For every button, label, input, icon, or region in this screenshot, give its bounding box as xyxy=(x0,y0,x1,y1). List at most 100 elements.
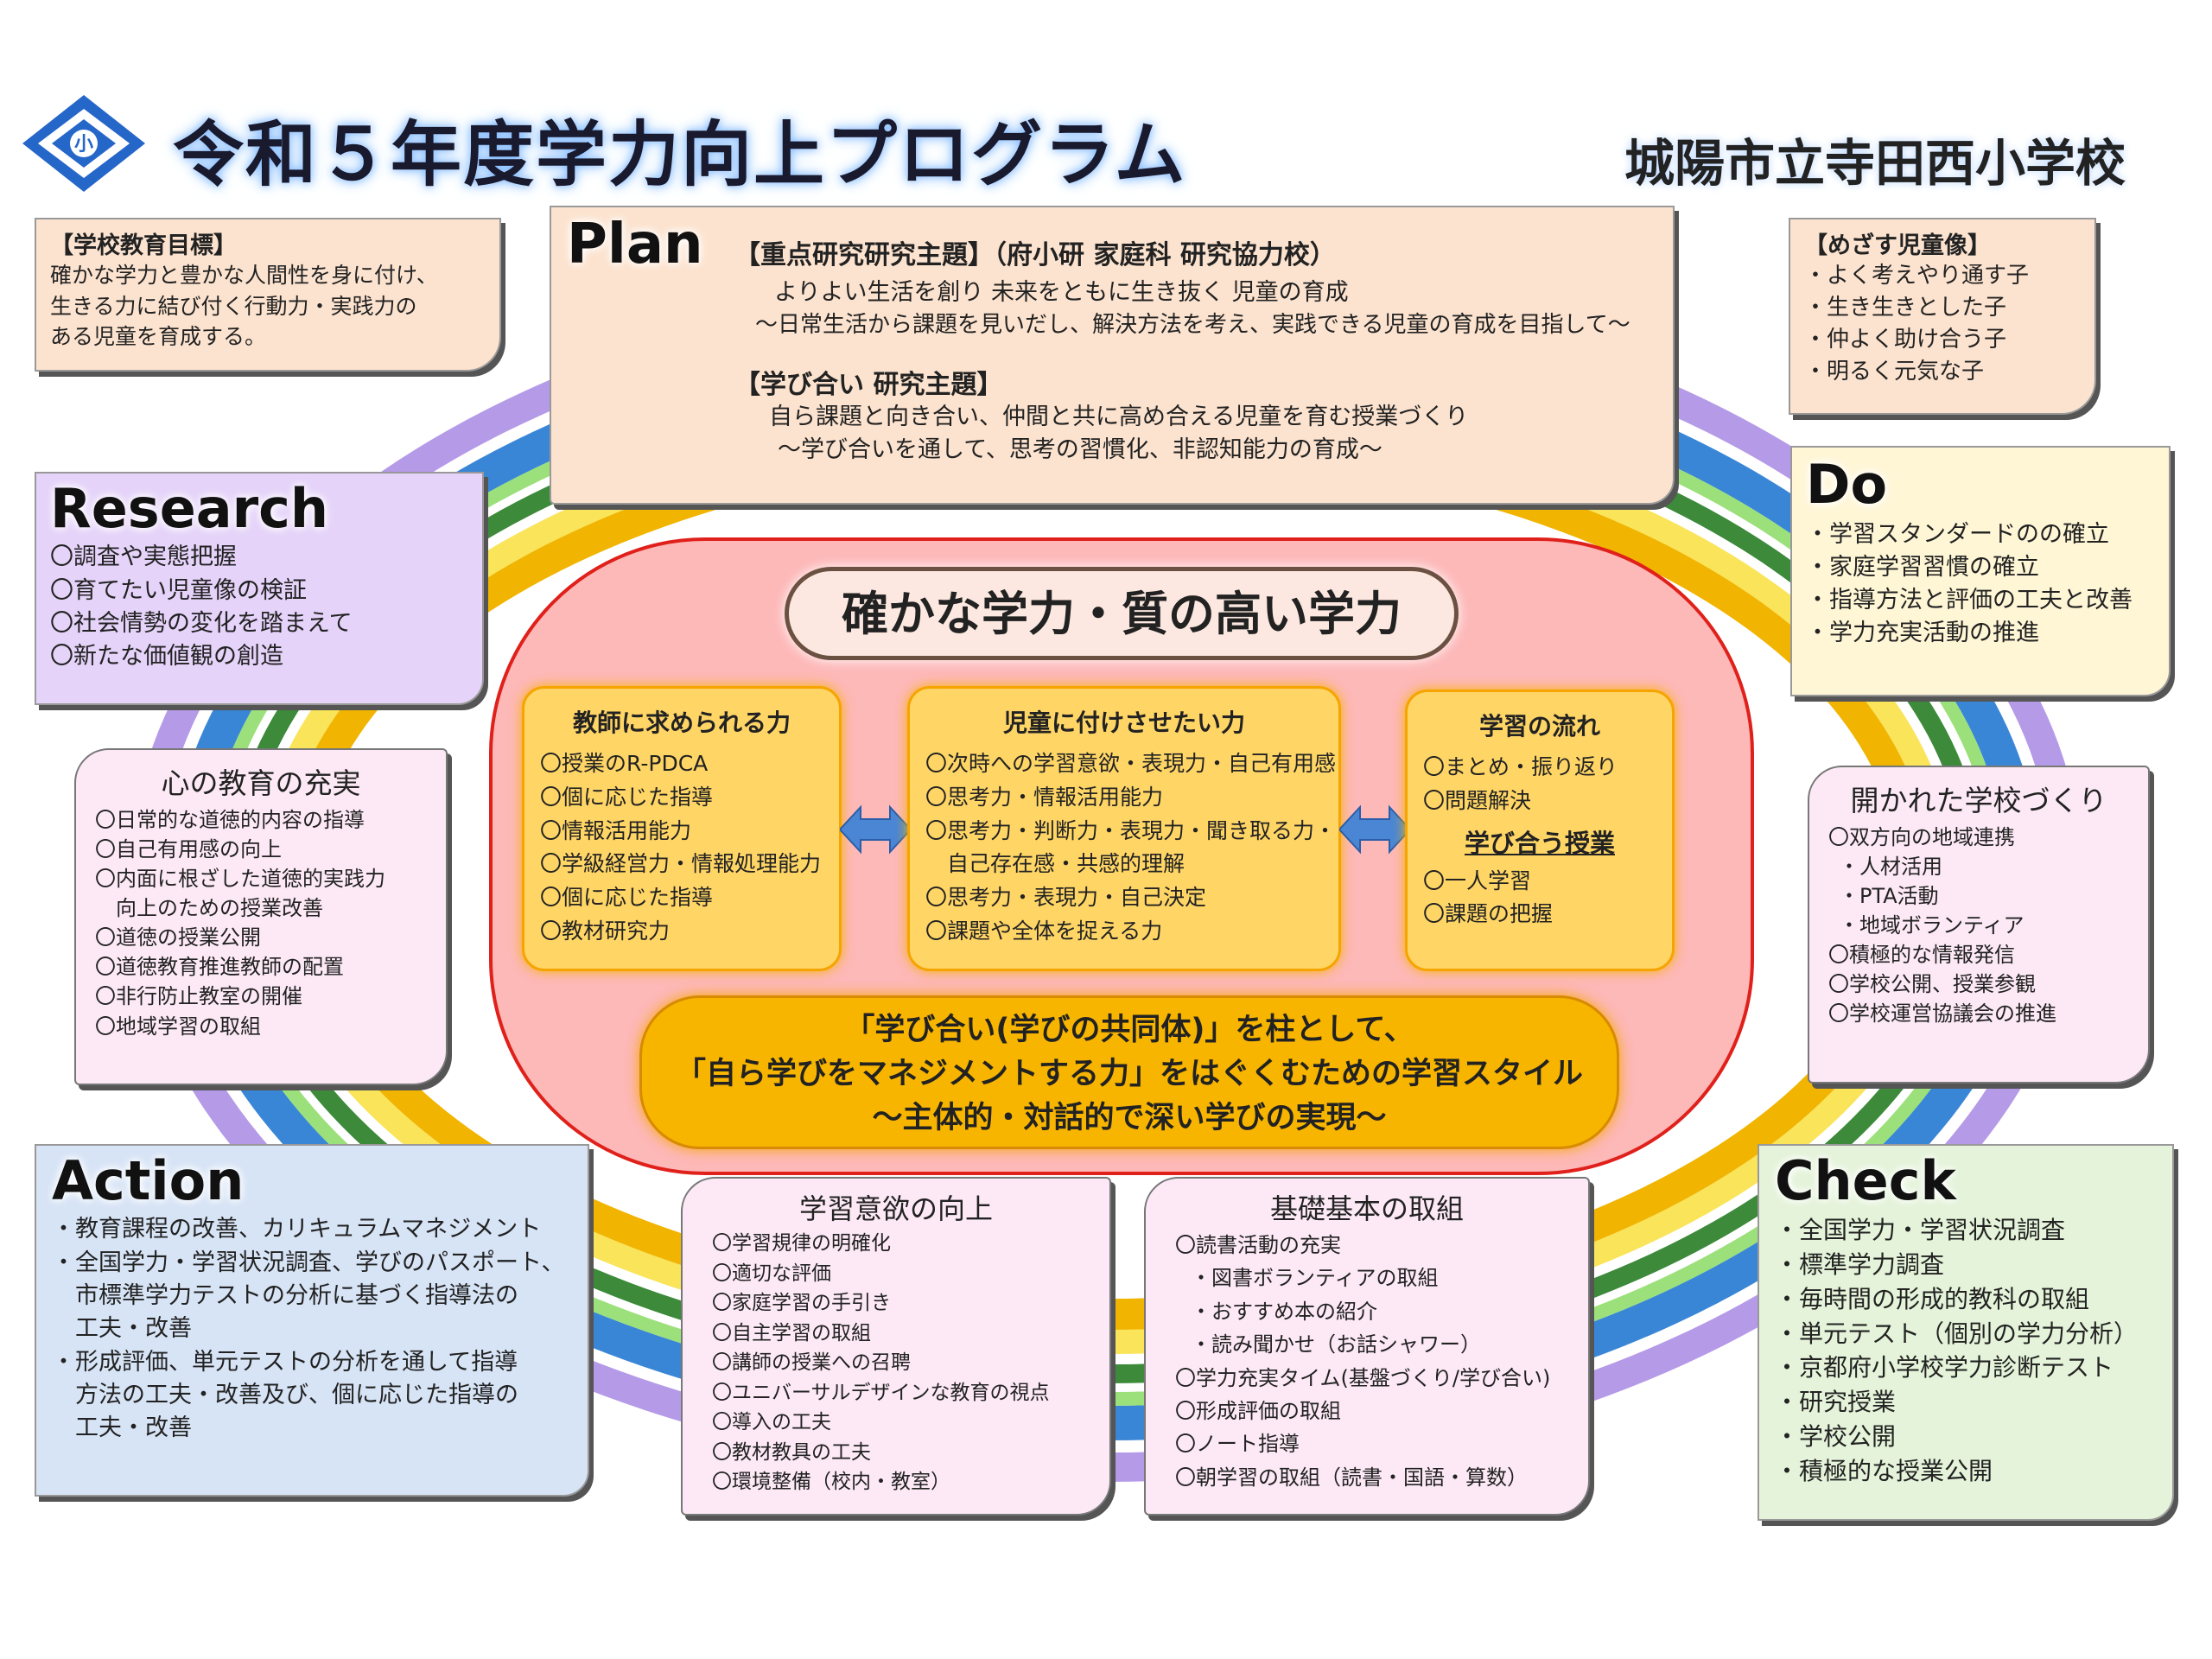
research-panel: Research 〇調査や実態把握 〇育てたい児童像の検証 〇社会情勢の変化を踏… xyxy=(35,472,484,705)
moral-education-line: 〇道徳の授業公開 xyxy=(95,925,261,950)
ideal-child-line: ・明るく元気な子 xyxy=(1804,358,1985,385)
school-emblem-icon: 小 xyxy=(19,92,149,195)
research-line: 〇育てたい児童像の検証 xyxy=(50,576,307,604)
moral-education-line: 〇道徳教育推進教師の配置 xyxy=(95,955,344,980)
basics-line: ・読み聞かせ（お話シャワー） xyxy=(1191,1332,1481,1357)
motivation-line: 〇教材教具の工夫 xyxy=(712,1440,871,1464)
plan-theme1-line: ～日常生活から課題を見いだし、解決方法を考え、実践できる児童の育成を目指して～ xyxy=(755,312,1630,338)
moral-education-line: 〇非行防止教室の開催 xyxy=(95,984,302,1009)
teacher-skills-line: 〇個に応じた指導 xyxy=(540,885,714,910)
do-panel: Do ・学習スタンダードのの確立 ・家庭学習習慣の確立 ・指導方法と評価の工夫と… xyxy=(1790,446,2171,696)
teacher-skills-line: 〇教材研究力 xyxy=(540,918,671,944)
teacher-skills-heading: 教師に求められる力 xyxy=(572,709,791,737)
child-skills-line: 自己存在感・共感的理解 xyxy=(925,851,1185,877)
learning-style-line: 「自ら学びをマネジメントする力」をはぐくむための学習スタイル xyxy=(675,1056,1583,1091)
action-line: 工夫・改善 xyxy=(52,1414,192,1442)
ideal-child-panel: 【めざす児童像】 ・よく考えやり通す子 ・生き生きとした子 ・仲よく助け合う子 … xyxy=(1789,218,2096,415)
child-skills-line: 〇思考力・表現力・自己決定 xyxy=(925,885,1207,910)
action-line: ・全国学力・学習状況調査、学びのパスポート、 xyxy=(52,1249,565,1276)
moral-education-panel: 心の教育の充実 〇日常的な道徳的内容の指導 〇自己有用感の向上 〇内面に根ざした… xyxy=(74,748,448,1085)
school-goal-line: 生きる力に結び付く行動力・実践力の xyxy=(50,293,417,319)
do-line: ・学力充実活動の推進 xyxy=(1806,620,2039,647)
moral-education-heading: 心の教育の充実 xyxy=(161,766,361,800)
plan-theme1-heading: 【重点研究研究主題】（府小研 家庭科 研究協力校） xyxy=(734,240,1336,270)
research-label: Research xyxy=(50,477,329,540)
action-line: ・形成評価、単元テストの分析を通して指導 xyxy=(52,1348,518,1376)
plan-theme2-line: ～学び合いを通して、思考の習慣化、非認知能力の育成～ xyxy=(778,436,1382,463)
open-school-line: 〇学校公開、授業参観 xyxy=(1828,972,2036,997)
action-line: 方法の工夫・改善及び、個に応じた指導の xyxy=(52,1382,518,1409)
child-skills-line: 〇次時への学習意欲・表現力・自己有用感 xyxy=(925,751,1337,776)
motivation-line: 〇導入の工夫 xyxy=(712,1411,831,1433)
basics-line: 〇学力充実タイム(基盤づくり/学び合い) xyxy=(1175,1365,1551,1390)
child-skills-line: 〇思考力・情報活用能力 xyxy=(925,784,1164,810)
child-skills-box: 児童に付けさせたい力 〇次時への学習意欲・表現力・自己有用感 〇思考力・情報活用… xyxy=(907,686,1341,971)
check-line: ・京都府小学校学力診断テスト xyxy=(1775,1353,2114,1382)
plan-theme2-line: 自ら課題と向き合い、仲間と共に高め合える児童を育む授業づくり xyxy=(769,404,1469,430)
learning-style-banner: 「学び合い(学びの共同体)」を柱として、 「自ら学びをマネジメントする力」をはぐ… xyxy=(639,995,1619,1149)
teacher-skills-line: 〇学級経営力・情報処理能力 xyxy=(540,851,822,877)
school-goal-heading: 【学校教育目標】 xyxy=(50,232,237,259)
basics-line: ・おすすめ本の紹介 xyxy=(1191,1299,1377,1324)
motivation-line: 〇環境整備（校内・教室） xyxy=(712,1471,950,1493)
basics-line: 〇形成評価の取組 xyxy=(1175,1398,1341,1423)
check-line: ・単元テスト（個別の学力分析） xyxy=(1775,1319,2139,1348)
plan-panel: Plan 【重点研究研究主題】（府小研 家庭科 研究協力校） よりよい生活を創り… xyxy=(550,206,1675,505)
learning-style-line: 「学び合い(学びの共同体)」を柱として、 xyxy=(844,1013,1414,1047)
core-ability-title: 確かな学力・質の高い学力 xyxy=(785,567,1459,660)
double-arrow-icon xyxy=(838,804,912,855)
plan-theme1-line: よりよい生活を創り 未来をともに生き抜く 児童の育成 xyxy=(774,279,1349,306)
svg-text:小: 小 xyxy=(74,134,93,156)
check-line: ・全国学力・学習状況調査 xyxy=(1775,1216,2066,1245)
learning-flow-line: 〇課題の把握 xyxy=(1423,901,1554,927)
motivation-line: 〇自主学習の取組 xyxy=(712,1321,871,1344)
plan-theme2-heading: 【学び合い 研究主題】 xyxy=(734,370,1003,400)
action-line: 市標準学力テストの分析に基づく指導法の xyxy=(52,1282,518,1310)
ideal-child-line: ・よく考えやり通す子 xyxy=(1804,263,2030,289)
moral-education-line: 向上のための授業改善 xyxy=(95,896,323,921)
basics-line: 〇読書活動の充実 xyxy=(1175,1233,1341,1257)
motivation-heading: 学習意欲の向上 xyxy=(798,1192,993,1225)
motivation-line: 〇ユニバーサルデザインな教育の視点 xyxy=(712,1381,1050,1404)
motivation-line: 〇講師の授業への召聘 xyxy=(712,1351,911,1374)
school-goal-line: ある児童を育成する。 xyxy=(50,324,267,349)
moral-education-line: 〇日常的な道徳的内容の指導 xyxy=(95,808,365,832)
open-school-line: ・地域ボランティア xyxy=(1839,913,2024,938)
child-skills-line: 〇課題や全体を捉える力 xyxy=(925,918,1163,944)
check-line: ・学校公開 xyxy=(1775,1421,1897,1451)
basics-line: 〇ノート指導 xyxy=(1175,1432,1300,1457)
learning-flow-line: 〇まとめ・振り返り xyxy=(1423,754,1618,779)
do-line: ・家庭学習習慣の確立 xyxy=(1806,553,2039,581)
moral-education-line: 〇地域学習の取組 xyxy=(95,1014,261,1039)
learning-flow-line: 〇問題解決 xyxy=(1423,787,1532,813)
check-line: ・毎時間の形成的教科の取組 xyxy=(1775,1284,2090,1313)
open-school-line: 〇積極的な情報発信 xyxy=(1828,943,2015,968)
action-panel: Action ・教育課程の改善、カリキュラムマネジメント ・全国学力・学習状況調… xyxy=(35,1144,589,1497)
ideal-child-heading: 【めざす児童像】 xyxy=(1804,232,1991,259)
moral-education-line: 〇自己有用感の向上 xyxy=(95,837,282,862)
check-line: ・研究授業 xyxy=(1775,1388,1897,1417)
open-school-line: 〇学校運営協議会の推進 xyxy=(1828,1001,2056,1027)
open-school-heading: 開かれた学校づくり xyxy=(1850,784,2107,817)
child-skills-heading: 児童に付けさせたい力 xyxy=(1002,709,1245,737)
do-label: Do xyxy=(1806,453,1888,516)
motivation-line: 〇適切な評価 xyxy=(712,1262,831,1285)
ideal-child-line: ・仲よく助け合う子 xyxy=(1804,326,2007,353)
open-school-panel: 開かれた学校づくり 〇双方向の地域連携 ・人材活用 ・PTA活動 ・地域ボランテ… xyxy=(1808,766,2150,1084)
basics-line: 〇朝学習の取組（読書・国語・算数） xyxy=(1175,1465,1528,1490)
double-arrow-icon xyxy=(1338,804,1412,855)
motivation-panel: 学習意欲の向上 〇学習規律の明確化 〇適切な評価 〇家庭学習の手引き 〇自主学習… xyxy=(681,1177,1111,1516)
action-line: 工夫・改善 xyxy=(52,1315,192,1343)
open-school-line: ・人材活用 xyxy=(1839,855,1942,880)
moral-education-line: 〇内面に根ざした道徳的実践力 xyxy=(95,867,385,892)
action-line: ・教育課程の改善、カリキュラムマネジメント xyxy=(52,1216,542,1243)
do-line: ・指導方法と評価の工夫と改善 xyxy=(1806,587,2133,614)
child-skills-line: 〇思考力・判断力・表現力・聞き取る力・ xyxy=(925,817,1337,843)
school-goal-line: 確かな学力と豊かな人間性を身に付け、 xyxy=(50,263,438,288)
motivation-line: 〇家庭学習の手引き xyxy=(712,1292,891,1314)
teacher-skills-line: 〇授業のR-PDCA xyxy=(540,751,709,776)
school-name: 城陽市立寺田西小学校 xyxy=(1624,134,2126,193)
research-line: 〇新たな価値観の創造 xyxy=(50,643,283,671)
learning-flow-box: 学習の流れ 〇まとめ・振り返り 〇問題解決 学び合う授業 〇一人学習 〇課題の把… xyxy=(1405,690,1675,971)
plan-label: Plan xyxy=(567,213,703,276)
